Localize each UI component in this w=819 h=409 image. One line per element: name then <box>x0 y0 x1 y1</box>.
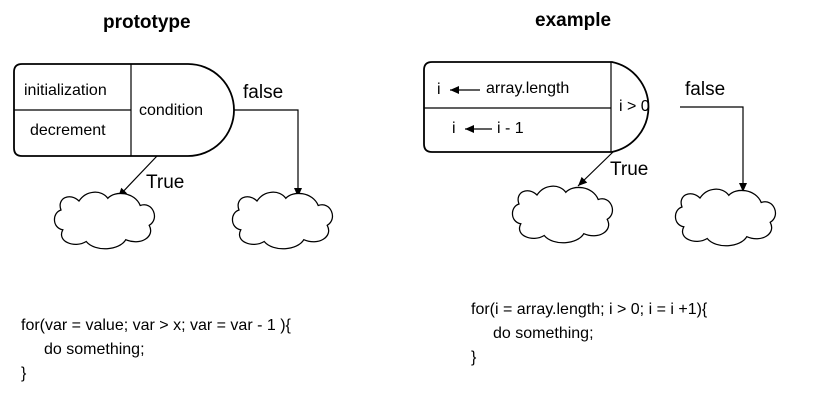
example-update-value: i - 1 <box>497 120 524 137</box>
example-condition-label: i > 0 <box>619 98 650 115</box>
example-code-line-1: for(i = array.length; i > 0; i = i +1){ <box>471 301 708 318</box>
prototype-true-cloud <box>53 191 156 250</box>
example-true-arrow <box>577 151 614 187</box>
condition-label: condition <box>139 102 204 119</box>
example-false-label: false <box>685 79 726 100</box>
example-update-var: i <box>452 120 456 137</box>
decrement-label: decrement <box>30 122 106 139</box>
prototype-code-line-2: do something; <box>44 341 145 358</box>
prototype-false-cloud <box>231 191 334 250</box>
prototype-true-arrow <box>117 155 158 198</box>
example-init-var: i <box>437 81 441 98</box>
prototype-code-line-1: for(var = value; var > x; var = var - 1 … <box>21 317 291 334</box>
example-init-value: array.length <box>486 80 570 97</box>
example-true-cloud <box>511 185 614 244</box>
prototype-code-line-3: } <box>21 365 27 382</box>
prototype-false-label: false <box>243 82 284 103</box>
prototype-loop-shape <box>13 63 235 157</box>
example-loop-shape <box>423 61 650 153</box>
prototype-title: prototype <box>103 12 191 33</box>
prototype-true-label: True <box>146 172 185 193</box>
example-code-line-2: do something; <box>493 325 594 342</box>
example-false-cloud <box>674 188 777 247</box>
example-title: example <box>535 10 612 31</box>
prototype-false-arrow <box>234 109 302 197</box>
example-code-line-3: } <box>471 349 477 366</box>
initialization-label: initialization <box>24 82 107 99</box>
example-true-label: True <box>610 159 649 180</box>
example-false-arrow <box>680 106 747 192</box>
